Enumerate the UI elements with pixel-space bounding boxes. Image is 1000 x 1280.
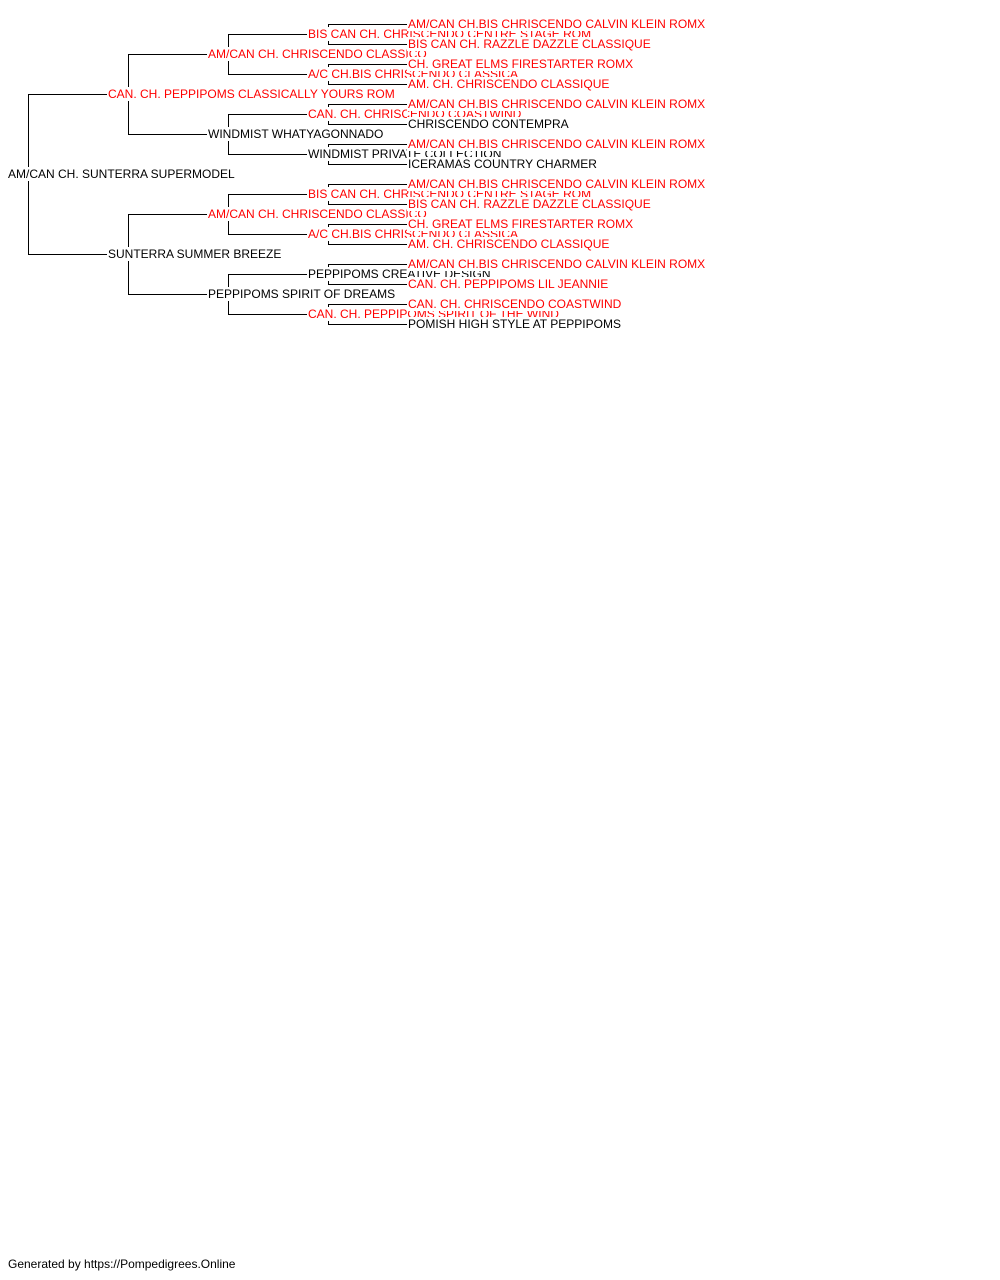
ancestor-name: PEPPIPOMS SPIRIT OF DREAMS: [207, 287, 397, 301]
ancestor-name: POMISH HIGH STYLE AT PEPPIPOMS: [407, 317, 622, 331]
ancestor-name: CH. GREAT ELMS FIRESTARTER ROMX: [407, 217, 635, 231]
ancestor-name: BIS CAN CH. RAZZLE DAZZLE CLASSIQUE: [407, 197, 652, 211]
ancestor-name: AM/CAN CH. CHRISCENDO CLASSICO: [207, 207, 428, 221]
ancestor-name: AM/CAN CH.BIS CHRISCENDO CALVIN KLEIN RO…: [407, 137, 707, 151]
subject-dog-name: AM/CAN CH. SUNTERRA SUPERMODEL: [7, 167, 236, 181]
ancestor-name: SUNTERRA SUMMER BREEZE: [107, 247, 283, 261]
ancestor-name: AM/CAN CH.BIS CHRISCENDO CALVIN KLEIN RO…: [407, 17, 707, 31]
ancestor-name: WINDMIST WHATYAGONNADO: [207, 127, 385, 141]
ancestor-name: CAN. CH. PEPPIPOMS CLASSICALLY YOURS ROM: [107, 87, 396, 101]
ancestor-name: CAN. CH. CHRISCENDO COASTWIND: [407, 297, 623, 311]
ancestor-name: AM/CAN CH.BIS CHRISCENDO CALVIN KLEIN RO…: [407, 177, 707, 191]
ancestor-name: CAN. CH. PEPPIPOMS LIL JEANNIE: [407, 277, 610, 291]
ancestor-name: CHRISCENDO CONTEMPRA: [407, 117, 570, 131]
ancestor-name: BIS CAN CH. RAZZLE DAZZLE CLASSIQUE: [407, 37, 652, 51]
ancestor-name: ICERAMAS COUNTRY CHARMER: [407, 157, 598, 171]
ancestor-name: AM. CH. CHRISCENDO CLASSIQUE: [407, 237, 611, 251]
ancestor-name: AM/CAN CH.BIS CHRISCENDO CALVIN KLEIN RO…: [407, 257, 707, 271]
footer-credit: Generated by https://Pompedigrees.Online: [8, 1257, 236, 1271]
ancestor-name: AM. CH. CHRISCENDO CLASSIQUE: [407, 77, 611, 91]
ancestor-name: AM/CAN CH. CHRISCENDO CLASSICO: [207, 47, 428, 61]
ancestor-name: AM/CAN CH.BIS CHRISCENDO CALVIN KLEIN RO…: [407, 97, 707, 111]
ancestor-name: CH. GREAT ELMS FIRESTARTER ROMX: [407, 57, 635, 71]
